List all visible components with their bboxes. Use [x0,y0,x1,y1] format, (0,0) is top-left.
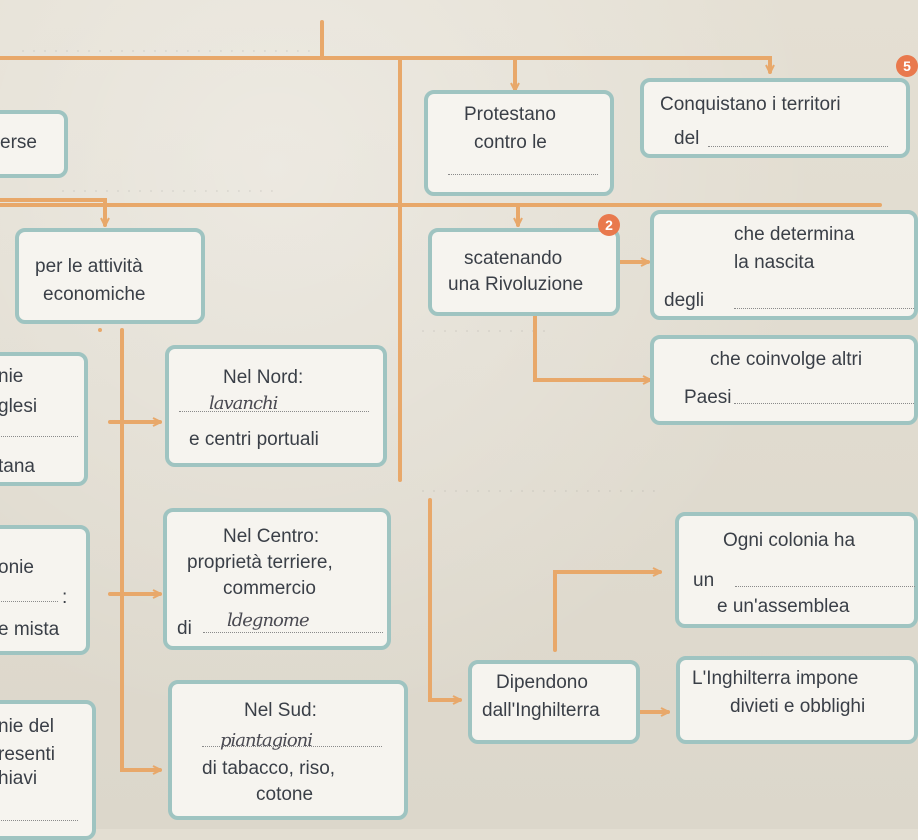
fill-blank [0,436,78,437]
show-through-text: · · · · · · · · · · · · · · · · · · · · [60,180,275,200]
box-text: dall'Inghilterra [482,700,600,721]
handwritten-answer: lavanchi [209,393,278,414]
box-colonia: Ogni colonia ha un e un'assemblea [675,512,918,628]
box-text: e centri portuali [189,429,319,450]
box-text: onie [0,557,34,578]
box-nord: Nel Nord: lavanchi e centri portuali [165,345,387,467]
box-text: tana [0,456,35,477]
box-impone: L'Inghilterra impone divieti e obblighi [676,656,918,744]
box-text: Nel Centro: [223,526,320,547]
fill-blank [448,174,598,175]
badge-2: 2 [598,214,620,236]
box-scatenando: scatenando una Rivoluzione [428,228,620,316]
box-text: del [674,128,700,149]
box-text: degli [664,290,705,311]
box-erse: erse [0,110,68,178]
fill-blank [734,308,914,309]
box-text: per le attività [35,256,143,277]
box-text: nie del [0,716,54,737]
box-text: Nel Nord: [223,367,304,388]
box-text: di [177,618,192,639]
fill-blank [202,746,382,747]
box-text: nie [0,366,24,387]
box-text: Paesi [684,387,732,408]
box-text: e un'assemblea [717,596,850,617]
fill-blank [735,586,915,587]
box-coinvolge: che coinvolge altri Paesi [650,335,918,425]
box-left-sud: nie del resenti hiavi [0,700,96,840]
box-text: la nascita [734,252,815,273]
box-text: : [62,587,68,608]
box-text: e mista [0,619,60,640]
box-text: resenti [0,744,56,765]
handwritten-answer: ldegnome [227,610,310,631]
box-dipendono: Dipendono dall'Inghilterra [468,660,640,744]
box-left-nord: nie glesi tana [0,352,88,486]
fill-blank [734,403,914,404]
box-text: scatenando [464,248,563,269]
box-determina: che determina la nascita degli [650,210,918,320]
box-attivita: per le attività economiche [15,228,205,324]
box-text: contro le [474,132,547,153]
box-text: hiavi [0,768,38,789]
box-centro: Nel Centro: proprietà terriere, commerci… [163,508,391,650]
box-protestano: Protestano contro le [424,90,614,196]
box-text: divieti e obblighi [730,696,866,717]
box-text: di tabacco, riso, [202,758,336,779]
box-text: che coinvolge altri [710,349,863,370]
box-text: economiche [43,284,146,305]
show-through-text: · · · · · · · · · · · · · · · · · · · · … [420,480,657,500]
box-text: proprietà terriere, [187,552,333,573]
box-text: una Rivoluzione [448,274,584,295]
box-text: erse [0,132,37,153]
fill-blank [708,146,888,147]
handwritten-answer: piantagioni [220,730,313,751]
box-text: L'Inghilterra impone [692,668,859,689]
box-text: glesi [0,396,38,417]
fill-blank [0,601,58,602]
box-text: Nel Sud: [244,700,317,721]
box-text: che determina [734,224,855,245]
fill-blank [179,411,369,412]
box-conquistano: Conquistano i territori del [640,78,910,158]
box-left-centro: onie : e mista [0,525,90,655]
show-through-text: · · · · · · · · · · · · · · · · · · · · … [20,40,312,60]
box-text: commercio [223,578,316,599]
box-text: cotone [256,784,314,805]
box-text: Protestano [464,104,556,125]
box-text: Conquistano i territori [660,94,841,115]
box-text: Ogni colonia ha [723,530,856,551]
show-through-text: · · · · · · · · · · · · [420,320,547,340]
fill-blank [203,632,383,633]
badge-5: 5 [896,55,918,77]
fill-blank [0,820,78,821]
box-text: Dipendono [496,672,588,693]
box-text: un [693,570,715,591]
box-sud: Nel Sud: piantagioni di tabacco, riso, c… [168,680,408,820]
